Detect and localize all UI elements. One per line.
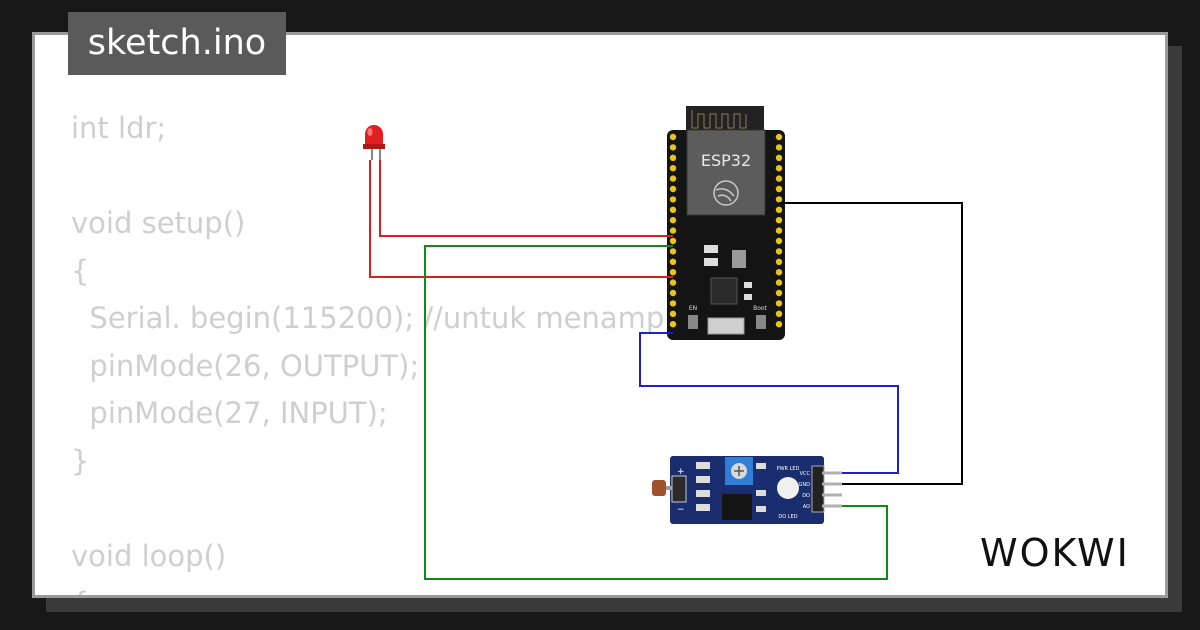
- board-pin: [775, 175, 783, 182]
- board-pin: [669, 175, 677, 182]
- svg-text:−: −: [677, 505, 685, 515]
- board-pin: [775, 269, 783, 276]
- pwr-led-label: PWR LED: [777, 466, 800, 472]
- board-pin: [669, 206, 677, 213]
- red-led[interactable]: [363, 125, 385, 160]
- board-pin: [775, 217, 783, 224]
- board-pin: [669, 237, 677, 245]
- board-pin: [775, 310, 783, 317]
- board-pin: [775, 279, 783, 286]
- board-pin: [775, 133, 783, 141]
- preview-card: int ldr; void setup() { Serial. begin(11…: [32, 32, 1168, 598]
- board-pin: [775, 237, 783, 245]
- do-led-label: DO LED: [778, 514, 797, 520]
- board-pin: [669, 196, 677, 203]
- board-pin: [775, 248, 783, 255]
- board-pin: [669, 227, 677, 234]
- pin-label-do: DO: [802, 493, 810, 499]
- board-pin: [775, 227, 783, 234]
- board-pin: [669, 165, 677, 172]
- board-pin: [669, 269, 677, 276]
- board-pin: [775, 165, 783, 172]
- board-pin: [669, 279, 677, 286]
- wire-black-gnd: [779, 202, 963, 485]
- board-pin: [669, 154, 677, 161]
- pin-label-ao: AO: [803, 504, 810, 510]
- board-pin: [775, 258, 783, 265]
- wokwi-logo: WOKWI: [980, 531, 1130, 575]
- board-pin: [775, 321, 783, 328]
- wire-red-led-cathode: [369, 160, 673, 278]
- board-pin: [775, 206, 783, 213]
- board-pin: [669, 289, 677, 297]
- esp32-module-shield: [686, 129, 766, 216]
- module-pin-header: [822, 471, 842, 508]
- wokwi-logo-text: WOKWI: [980, 531, 1130, 575]
- file-tab[interactable]: sketch.ino: [68, 12, 286, 75]
- wire-blue-vcc: [639, 332, 899, 474]
- pin-label-gnd: GND: [799, 482, 811, 488]
- board-pin: [669, 321, 677, 328]
- power-led-icon: [777, 477, 799, 499]
- wire-green-signal: [424, 245, 888, 580]
- en-button[interactable]: [688, 315, 698, 329]
- esp32-board[interactable]: ESP32 EN Boot: [667, 106, 785, 340]
- boot-button-label: Boot: [753, 305, 767, 312]
- espressif-logo-icon: [713, 180, 739, 206]
- board-pin: [669, 248, 677, 255]
- board-pin: [775, 144, 783, 151]
- board-pin: [669, 144, 677, 151]
- board-pin: [775, 300, 783, 307]
- boot-button[interactable]: [756, 315, 766, 329]
- svg-text:+: +: [677, 467, 685, 477]
- left-pin-header: [669, 133, 677, 328]
- usb-port: [707, 317, 745, 335]
- en-button-label: EN: [689, 305, 697, 312]
- pin-label-vcc: VCC: [800, 471, 811, 477]
- board-pin: [775, 185, 783, 193]
- wire-red-led-anode: [379, 160, 673, 237]
- comparator-chip: [722, 494, 752, 520]
- board-pin: [775, 154, 783, 161]
- photoresistor: [652, 480, 666, 496]
- board-pin: [669, 217, 677, 224]
- board-pin: [669, 133, 677, 141]
- board-pin: [669, 310, 677, 317]
- board-pin: [669, 258, 677, 265]
- esp32-label: ESP32: [701, 151, 751, 170]
- board-pin: [669, 185, 677, 193]
- ldr-sensor-module[interactable]: + − PWR LED DO LED VCC GND DO AO: [652, 456, 842, 524]
- code-editor-text: int ldr; void setup() { Serial. begin(11…: [71, 111, 733, 595]
- right-pin-header: [775, 133, 783, 328]
- board-pin: [775, 196, 783, 203]
- board-pin: [775, 289, 783, 297]
- board-pin: [669, 300, 677, 307]
